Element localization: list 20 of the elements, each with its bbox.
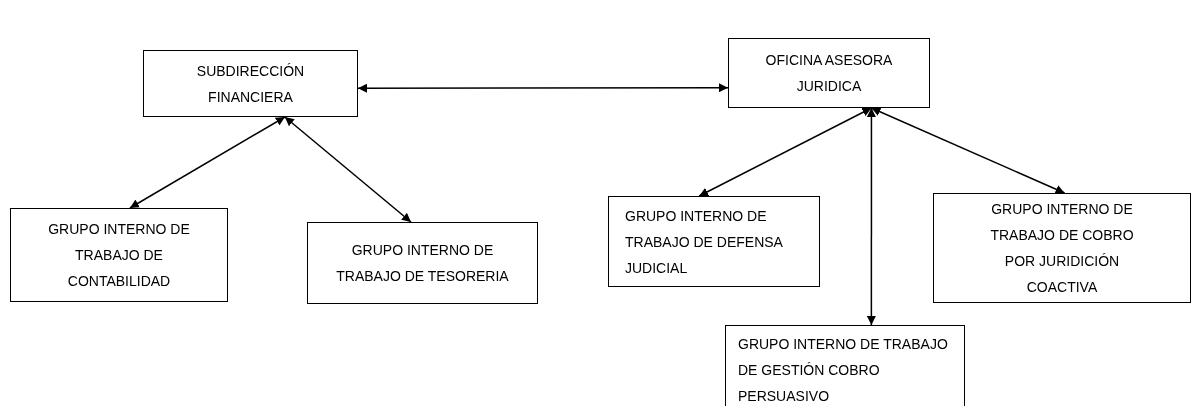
unit-name: OFICINA ASESORA JURIDICA (764, 51, 894, 96)
org-box (728, 38, 930, 108)
double-arrow (129, 116, 286, 209)
double-arrow (866, 107, 876, 326)
unit-name: GRUPO INTERNO DE TRABAJO DE CONTABILIDAD (47, 220, 191, 291)
org-box (307, 222, 538, 304)
unit-name: SUBDIRECCIÓN FINANCIERA (195, 61, 306, 107)
unit-name: GRUPO INTERNO DE TRABAJO DE TESORERIA (335, 241, 510, 286)
org-box (143, 50, 358, 117)
org-box (933, 193, 1191, 303)
org-box (10, 208, 228, 302)
org-box (608, 196, 820, 287)
double-arrow (357, 83, 729, 93)
unit-name: GRUPO INTERNO DE TRABAJO DE GESTIÓN COBRO PERSUASIVO (738, 335, 949, 406)
unit-name: GRUPO INTERNO DE TRABAJO DE COBRO POR JURIDICIÓN COACTIVA (989, 200, 1135, 297)
org-box (725, 325, 965, 406)
double-arrow (284, 116, 412, 223)
double-arrow (870, 107, 1066, 194)
unit-name: GRUPO INTERNO DE TRABAJO DE DEFENSA JUDICIAL (625, 206, 784, 278)
double-arrow (698, 107, 873, 197)
